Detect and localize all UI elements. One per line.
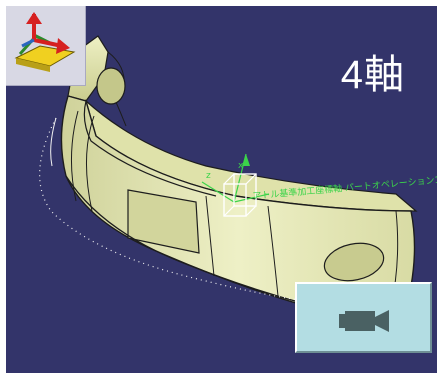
svg-text:z: z: [206, 171, 211, 181]
camera-icon: [339, 310, 389, 332]
axis-system-marker: x z: [201, 153, 270, 217]
axis-count-label: 4軸: [340, 53, 405, 97]
bumper-part-model: x z: [39, 35, 432, 318]
3d-viewport[interactable]: x z アトル基準加工座標軸 パートオペレーション1 4軸: [6, 6, 437, 373]
axis-system-tool-icon[interactable]: [6, 6, 86, 86]
camera-view-button[interactable]: [295, 282, 432, 353]
svg-text:x: x: [238, 161, 244, 171]
